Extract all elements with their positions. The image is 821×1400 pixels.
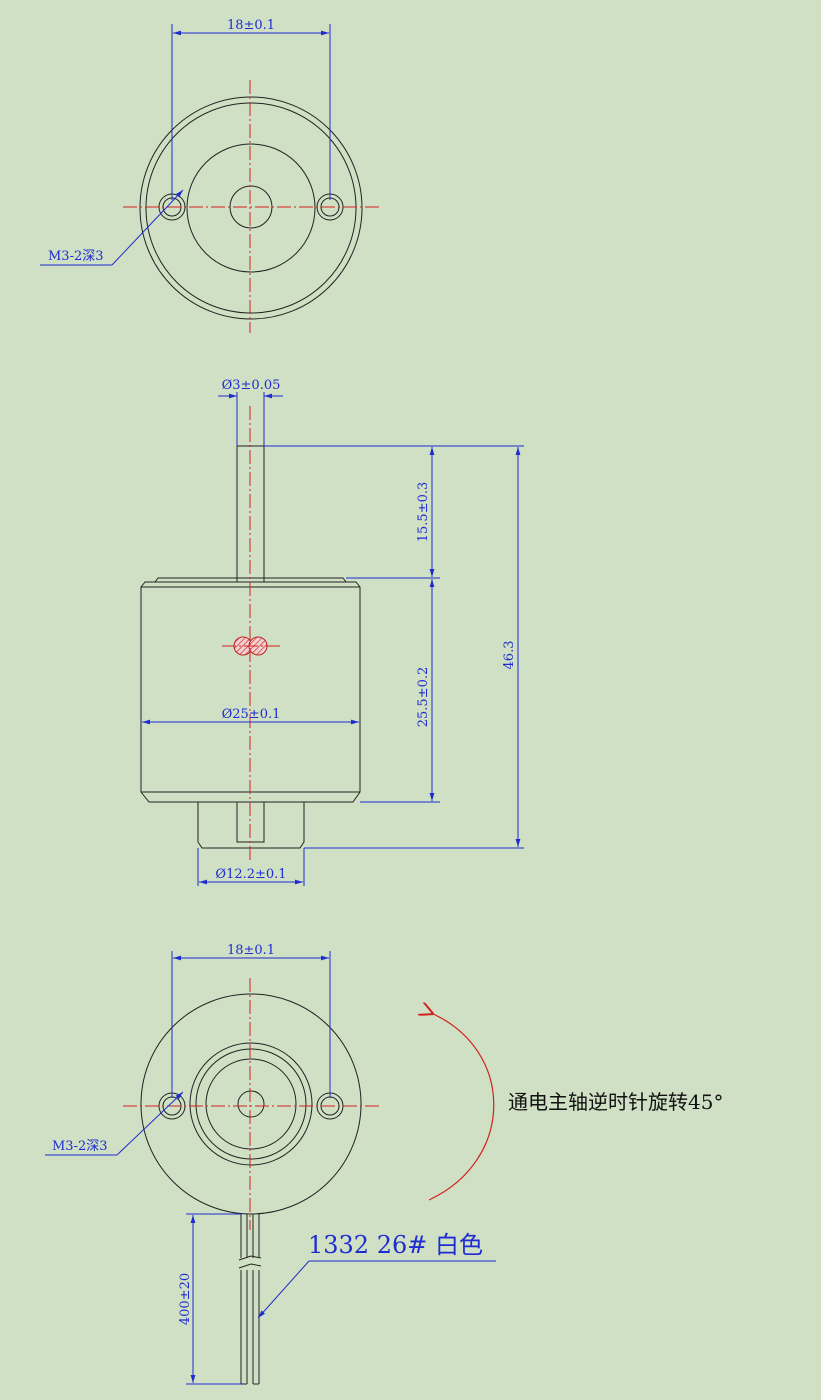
bottom-hole-callout-label: M3-2深3	[52, 1139, 108, 1154]
side-lead-exit	[233, 636, 268, 656]
bottom-outer-circle	[140, 993, 362, 1215]
lead-wires	[238, 1214, 262, 1385]
top-outer-flange-circle	[139, 96, 363, 320]
bottom-centerlines	[123, 978, 380, 1230]
side-shaft-length-label: 15.5±0.3	[416, 482, 431, 543]
side-total-length-label: 46.3	[502, 641, 517, 670]
bottom-dimensions	[45, 951, 496, 1385]
bottom-boss-circle-3	[205, 1058, 297, 1150]
wire-spec-label: 1332 26# 白色	[308, 1231, 483, 1259]
top-hole-callout-label: M3-2深3	[48, 249, 104, 264]
side-shaft-diameter-label: Ø3±0.05	[222, 378, 281, 393]
bottom-boss-circle-2	[195, 1048, 307, 1160]
side-body-length-label: 25.5±0.2	[416, 667, 431, 728]
rotation-note: 通电主轴逆时针旋转45°	[508, 1090, 723, 1114]
lead-length-label: 400±20	[178, 1273, 193, 1325]
side-bottom-boss	[197, 801, 305, 849]
top-body-circle	[186, 143, 316, 273]
bottom-boss-circle-1	[189, 1042, 313, 1166]
side-centerlines	[222, 406, 280, 860]
top-hole-spacing-label: 18±0.1	[227, 18, 275, 33]
side-body-diameter-label: Ø25±0.1	[222, 707, 281, 722]
bottom-hole-spacing-label: 18±0.1	[227, 943, 275, 958]
top-outer-flange-inner-circle	[145, 102, 357, 314]
side-dimensions	[142, 392, 524, 886]
bottom-view	[140, 993, 362, 1385]
top-centerlines	[123, 80, 380, 333]
top-view	[139, 96, 363, 320]
bottom-shaft-circle	[237, 1090, 265, 1118]
top-dimensions	[40, 24, 331, 266]
side-boss-diameter-label: Ø12.2±0.1	[215, 867, 286, 882]
rotation-arrow	[429, 1013, 495, 1201]
